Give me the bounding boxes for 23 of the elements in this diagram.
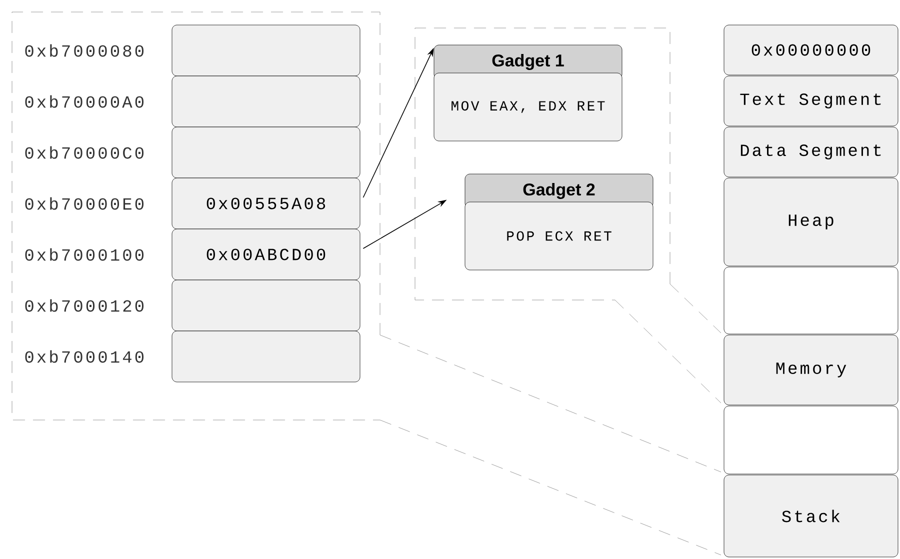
gadget-box: Gadget 2 POP ECX RET <box>464 174 654 270</box>
node-label: Gadget 1 <box>492 54 564 70</box>
memory-segment: Text Segment <box>724 76 898 126</box>
address-label: 0xb70000E0 <box>25 197 144 210</box>
node-label: Gadget 2 <box>523 183 595 199</box>
memory-cell: 0x00ABCD00 <box>172 228 360 280</box>
memory-segment: Memory <box>724 334 898 406</box>
memory-segment: Data Segment <box>724 126 898 178</box>
zoom-frame <box>12 12 380 420</box>
address-label: 0xb7000100 <box>25 248 144 261</box>
memory-segment <box>724 266 898 334</box>
gadget-box: Gadget 1 MOV EAX, EDX RET <box>434 44 622 142</box>
memory-segment: Stack <box>724 474 898 558</box>
address-label: 0xb7000140 <box>25 350 144 363</box>
address-label: 0xb7000120 <box>25 299 144 312</box>
address-label: 0xb70000A0 <box>25 95 144 108</box>
zoom-frame <box>414 28 670 300</box>
address-label: 0xb7000080 <box>25 44 144 57</box>
memory-cell: 0x00555A08 <box>172 178 360 230</box>
memory-segment: 0x00000000 <box>724 24 898 76</box>
address-label: 0xb70000C0 <box>25 146 144 159</box>
memory-segment <box>724 406 898 474</box>
memory-segment: Heap <box>724 178 898 266</box>
